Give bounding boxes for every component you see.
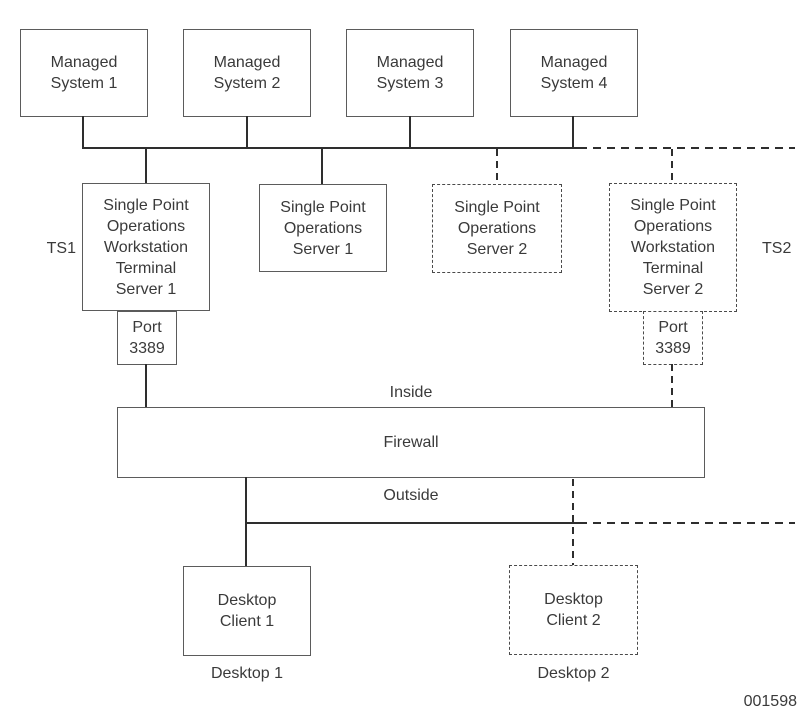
server-1-label: Single Point Operations Server 1 — [280, 198, 366, 258]
ts1-label: TS1 — [46, 240, 76, 257]
inside-label: Inside — [389, 384, 433, 401]
connector-ms2-to-bus — [246, 116, 248, 148]
connector-ms1-to-bus — [82, 116, 84, 148]
server-2-label: Single Point Operations Server 2 — [454, 199, 540, 258]
managed-system-2-label: Managed System 2 — [213, 54, 281, 92]
connector-ms4-to-bus — [572, 116, 574, 148]
connector-bus-to-terminal-server-1 — [145, 148, 147, 183]
desktop-client-1-label: Desktop Client 1 — [217, 592, 277, 630]
connector-port1-to-firewall — [145, 364, 147, 407]
managed-system-1-label: Managed System 1 — [50, 54, 118, 92]
desktop-1-caption: Desktop 1 — [210, 665, 284, 682]
terminal-server-2-label: Single Point Operations Workstation Term… — [630, 197, 716, 298]
port-3389-label-2: Port 3389 — [655, 319, 691, 357]
connector-bus-to-terminal-server-2 — [671, 149, 673, 183]
terminal-server-1-label: Single Point Operations Workstation Term… — [103, 196, 189, 298]
managed-system-3-box: Managed System 3 — [346, 29, 474, 117]
managed-system-3-label: Managed System 3 — [376, 54, 444, 92]
figure-number: 001598 — [743, 693, 797, 710]
port-3389-label-1: Port 3389 — [129, 319, 165, 357]
outside-bus-dashed-segment — [579, 522, 795, 524]
desktop-client-2-box: Desktop Client 2 — [509, 565, 638, 655]
desktop-2-caption: Desktop 2 — [537, 665, 610, 682]
server-2-box: Single Point Operations Server 2 — [432, 184, 562, 273]
managed-system-4-label: Managed System 4 — [540, 54, 608, 92]
ts2-label: TS2 — [762, 240, 792, 257]
top-bus-solid-segment — [82, 147, 579, 149]
port-3389-box-1: Port 3389 — [117, 311, 177, 365]
firewall-box: Firewall — [117, 407, 705, 478]
connector-port2-to-firewall — [671, 364, 673, 407]
desktop-client-2-label: Desktop Client 2 — [544, 591, 603, 629]
connector-ms3-to-bus — [409, 116, 411, 148]
connector-bus-to-server-1 — [321, 148, 323, 184]
firewall-label: Firewall — [383, 434, 439, 451]
port-3389-box-2: Port 3389 — [643, 311, 703, 365]
terminal-server-2-box: Single Point Operations Workstation Term… — [609, 183, 737, 312]
outside-label: Outside — [383, 487, 439, 504]
managed-system-1-box: Managed System 1 — [20, 29, 148, 117]
managed-system-4-box: Managed System 4 — [510, 29, 638, 117]
outside-bus-solid-segment — [245, 522, 579, 524]
connector-bus-to-server-2 — [496, 149, 498, 184]
managed-system-2-box: Managed System 2 — [183, 29, 311, 117]
desktop-client-1-box: Desktop Client 1 — [183, 566, 311, 656]
terminal-server-1-box: Single Point Operations Workstation Term… — [82, 183, 210, 311]
top-bus-dashed-segment — [579, 147, 795, 149]
server-1-box: Single Point Operations Server 1 — [259, 184, 387, 272]
